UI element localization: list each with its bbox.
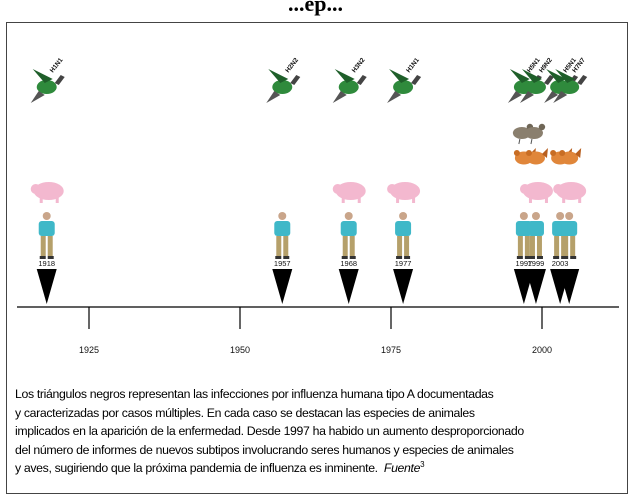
event-year-label: 2003 (552, 259, 569, 268)
axis-tick-label: 1950 (230, 345, 250, 355)
duck-icon: H2N2 (266, 57, 300, 103)
bird-subtype-label: H1N1 (49, 57, 65, 75)
event-triangle (36, 269, 57, 304)
quail-icon (524, 123, 546, 145)
caption-source-ref: 3 (420, 459, 425, 469)
event-triangle (338, 269, 359, 304)
human-icon (395, 212, 412, 259)
event-group: H2N2 1957 (266, 57, 300, 304)
event-triangle (525, 269, 546, 304)
bird-subtype-label: H3N2 (351, 57, 367, 75)
event-group: H3N2 1968 (332, 57, 367, 304)
chicken-icon (525, 148, 548, 165)
event-year-label: 1918 (38, 259, 55, 268)
human-icon (515, 212, 532, 259)
human-icon (527, 212, 544, 259)
event-year-label: 1977 (395, 259, 412, 268)
bird-subtype-label: H9N2 (538, 57, 554, 75)
caption-line-2: y caracterizadas por casos múltiples. En… (15, 405, 475, 420)
axis-tick-label: 1925 (79, 345, 99, 355)
human-icon (38, 212, 55, 259)
event-triangle (272, 269, 293, 304)
caption-line-5: y aves, sugiriendo que la próxima pandem… (15, 461, 378, 475)
pig-icon (387, 182, 421, 203)
axis-tick-label: 2000 (532, 345, 552, 355)
caption-line-3: implicados en la aparición de la enferme… (15, 424, 524, 438)
caption-line-4: del número de informes de nuevos subtipo… (15, 442, 514, 457)
event-triangle (393, 269, 414, 304)
pig-icon (30, 182, 64, 203)
human-icon (274, 212, 291, 259)
duck-icon: H3N2 (332, 57, 367, 103)
event-triangle (559, 269, 580, 304)
pig-icon (332, 182, 366, 203)
caption-line-1: Los triángulos negros representan las in… (15, 387, 494, 401)
event-year-label: 1968 (340, 259, 357, 268)
chicken-icon (559, 148, 582, 165)
duck-icon: H1N1 (387, 57, 421, 103)
event-group: H9N2 1999 (519, 57, 554, 304)
event-year-label: 1957 (274, 259, 291, 268)
page-title: ...ep... (288, 0, 343, 16)
event-group: H1N1 1918 (30, 57, 65, 304)
event-group: H1N1 1977 (387, 57, 421, 304)
human-icon (561, 212, 578, 259)
event-year-label: 1997 (516, 259, 533, 268)
pig-icon (553, 182, 587, 203)
human-icon (340, 212, 357, 259)
caption-source-label: Fuente (383, 461, 421, 475)
event-group: H7N7 (553, 57, 587, 304)
timeline-diagram: 1925 1950 1975 2000 H1N1 1918 H2N2 1957 H3N2 1968… (17, 57, 619, 355)
caption-line-5-wrap: y aves, sugiriendo que la próxima pandem… (15, 459, 623, 478)
event-year-label: 1999 (528, 259, 545, 268)
bird-subtype-label: H1N1 (405, 57, 421, 75)
pig-icon (519, 182, 553, 203)
axis-tick-label: 1975 (381, 345, 401, 355)
duck-icon: H1N1 (30, 57, 65, 103)
diagram-frame: 1925 1950 1975 2000 H1N1 1918 H2N2 1957 H3N2 1968… (6, 22, 628, 494)
caption: Los triángulos negros representan las in… (15, 385, 623, 478)
bird-subtype-label: H2N2 (284, 57, 300, 75)
